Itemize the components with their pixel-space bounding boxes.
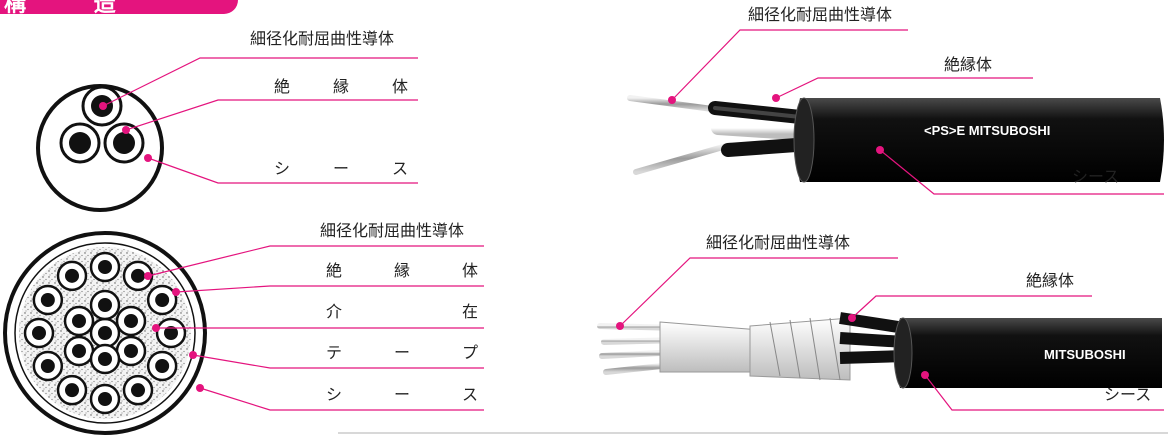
conductor-core: [124, 344, 138, 358]
cable-2-insulation-label: 絶縁体: [1026, 271, 1075, 290]
diagram-1-sheath-label: シ ー ス: [274, 159, 408, 178]
leader-lines-diagram-1: [102, 57, 418, 184]
conductor-core: [98, 326, 112, 340]
conductor-core: [98, 298, 112, 312]
section-title: 構 造: [4, 0, 146, 14]
cross-section-multi-core: [3, 231, 207, 435]
conductor-core: [131, 268, 145, 283]
diagram-1-conductor-label: 細径化耐屈曲性導体: [250, 29, 395, 48]
conductor-core: [98, 392, 112, 406]
conductor-core: [40, 293, 55, 307]
conductor-core: [32, 326, 46, 340]
conductor-core: [72, 344, 86, 358]
conductor-core: [155, 293, 170, 307]
leader-lines-diagram-2: [147, 245, 484, 411]
cable-3-core: <PS>E MITSUBOSHI: [625, 95, 1164, 183]
cable-1-marking: <PS>E MITSUBOSHI: [924, 123, 1050, 138]
leader-lines-cable-2: [619, 257, 1164, 411]
conductor-core: [65, 383, 79, 398]
cable-2-sheath-label: シース: [1104, 385, 1152, 404]
cross-section-3-core: [36, 84, 164, 212]
diagram-2-sheath-label: シ ー ス: [326, 385, 478, 404]
leader-lines-cable-1: [671, 29, 1164, 195]
cable-multi-core: MITSUBOSHI: [597, 312, 1162, 389]
conductor-core: [98, 352, 112, 366]
conductor-core: [155, 359, 170, 373]
cable-1-insulation-label: 絶縁体: [944, 55, 993, 74]
diagram-2-tape-label: テ ー プ: [326, 343, 478, 362]
diagram-1-insulation-label: 絶 縁 体: [274, 77, 408, 96]
cable-1-conductor-label: 細径化耐屈曲性導体: [748, 5, 893, 24]
cable-2-marking: MITSUBOSHI: [1044, 347, 1126, 362]
cable-2-conductor-label: 細径化耐屈曲性導体: [706, 233, 851, 252]
conductor-core: [124, 314, 138, 328]
conductor-core: [72, 314, 86, 328]
cable-1-sheath-label: シース: [1072, 167, 1120, 186]
diagram-2-conductor-label: 細径化耐屈曲性導体: [320, 221, 465, 240]
conductor-core: [164, 326, 178, 340]
diagram-2-insulation-label: 絶 縁 体: [326, 261, 478, 280]
conductor-core: [131, 383, 145, 398]
section-title-badge: 構 造: [0, 0, 238, 14]
diagram-2-filler-label: 介 在: [326, 302, 478, 321]
conductor-core: [65, 268, 79, 283]
conductor-core: [40, 359, 55, 373]
conductor-core: [98, 260, 112, 274]
